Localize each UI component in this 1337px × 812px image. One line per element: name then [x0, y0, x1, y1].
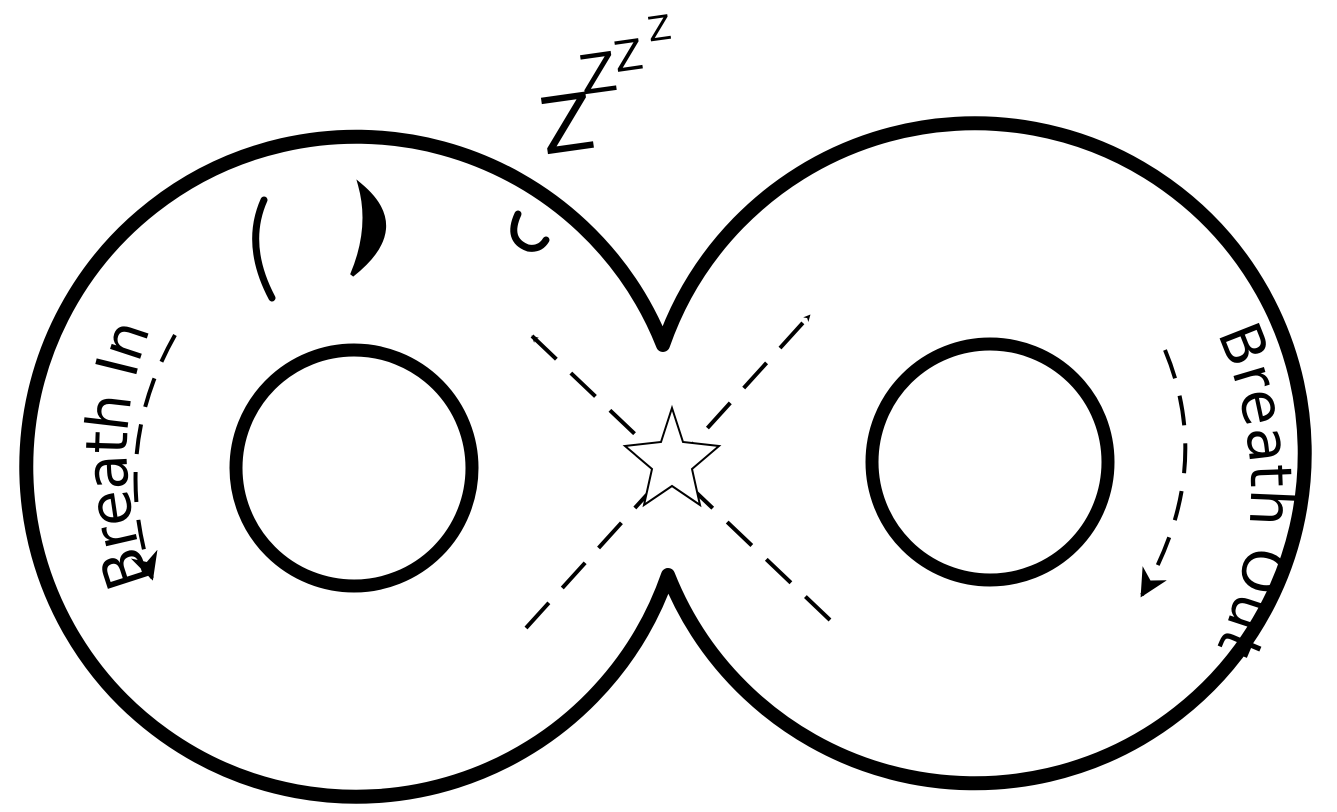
snore-z-4: Z	[645, 8, 674, 51]
face-mouth	[514, 214, 546, 248]
snore-zs: Z Z Z Z	[535, 8, 674, 174]
breath-in-label: Breath In	[72, 312, 163, 598]
right-inner-circle	[872, 344, 1108, 580]
sleeping-face-icon	[256, 185, 546, 298]
face-left-brow	[256, 200, 272, 298]
star-outline-icon	[625, 408, 719, 505]
left-inner-circle	[236, 350, 472, 586]
face-closed-eye	[352, 185, 384, 275]
snore-z-3: Z	[611, 29, 646, 82]
breath-in-text: Breath In	[72, 312, 163, 598]
breath-out-arrow	[1142, 350, 1185, 595]
